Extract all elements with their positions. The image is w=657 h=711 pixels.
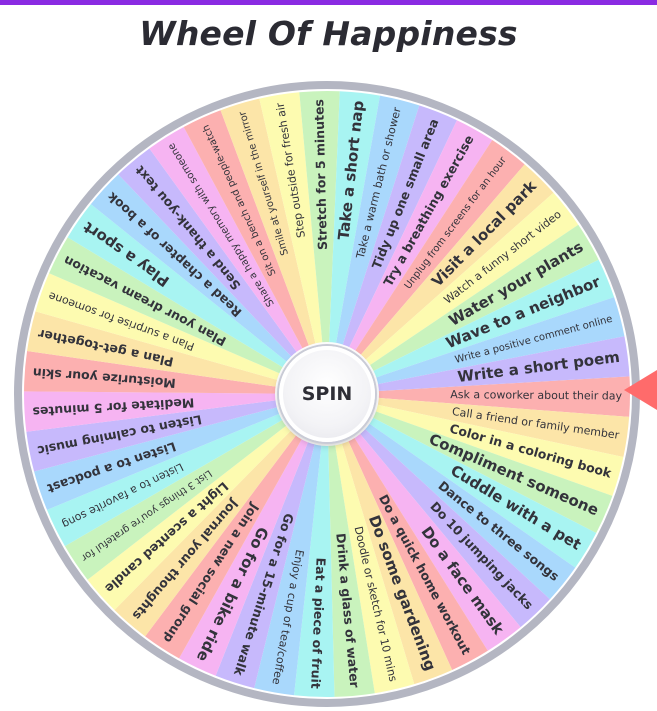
wheel-segment xyxy=(118,148,328,394)
wheel-segment xyxy=(215,394,327,689)
wheel-segment xyxy=(327,394,576,600)
wheel-segment xyxy=(327,394,624,496)
page-title: Wheel Of Happiness xyxy=(139,14,518,53)
wheel-segment xyxy=(327,394,521,651)
wheel-segment xyxy=(220,98,327,395)
wheel-segment xyxy=(299,91,340,394)
top-accent-bar xyxy=(0,0,657,5)
wheel-segment xyxy=(327,120,493,395)
spin-button[interactable]: SPIN xyxy=(279,346,375,442)
wheel-segment xyxy=(149,127,327,395)
wheel-segment xyxy=(27,311,327,394)
wheel-segment xyxy=(327,259,615,394)
wheel-segment xyxy=(327,95,420,395)
wheel-segment xyxy=(327,164,554,394)
wheel-segment xyxy=(327,224,599,394)
wheel-segment xyxy=(114,394,328,637)
wheel-pointer xyxy=(624,370,657,410)
wheel-segment-label: Stretch for 5 minutes xyxy=(311,99,330,250)
wheel-segment xyxy=(327,91,380,395)
wheel-segment xyxy=(259,92,327,395)
wheel-segment xyxy=(145,394,327,659)
wheel-segment xyxy=(327,394,453,685)
wheel-segment xyxy=(34,394,327,510)
wheel-segment xyxy=(327,336,630,394)
wheel-segment xyxy=(327,394,597,568)
wheel-segment xyxy=(327,192,579,394)
wheel-segment xyxy=(47,394,328,547)
wheel-segment xyxy=(49,237,328,394)
wheel-segment xyxy=(327,105,457,395)
wheel-segment xyxy=(327,376,631,417)
wheel-segment xyxy=(23,391,327,432)
wheel-segment xyxy=(35,273,327,394)
wheel-segment xyxy=(327,140,525,394)
wheel-segment xyxy=(254,394,327,696)
wheel-segment xyxy=(327,394,415,694)
wheel-segment xyxy=(64,394,328,580)
wheel-segment xyxy=(327,394,488,670)
wheel-segment xyxy=(294,394,335,698)
wheel-segment xyxy=(327,297,625,394)
wheel-segment-label: Eat a piece of fruit xyxy=(308,557,329,689)
wheel-segments xyxy=(23,91,631,698)
wheel-segment xyxy=(327,394,613,534)
wheel-segment xyxy=(67,204,327,394)
wheel-segment xyxy=(179,394,327,676)
wheel-segment xyxy=(327,394,550,628)
wheel-segment xyxy=(87,394,327,610)
wheel-segment xyxy=(183,110,327,394)
wheel-segment xyxy=(90,174,327,394)
wheel-segment xyxy=(327,394,375,697)
wheel-segment xyxy=(24,351,327,394)
wheel-segment-label: Ask a coworker about their day xyxy=(450,388,622,403)
wheel-segment xyxy=(327,394,630,457)
wheel-segment xyxy=(26,394,328,472)
